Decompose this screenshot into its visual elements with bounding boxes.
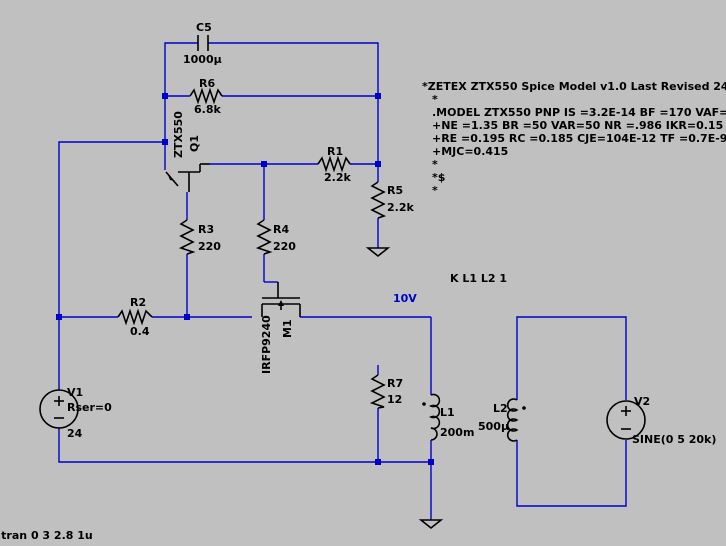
q1-name: Q1 [188, 135, 201, 152]
m1-name: M1 [281, 319, 294, 338]
model-line: .MODEL ZTX550 PNP IS =3.2E-14 BF =170 VA… [432, 106, 726, 119]
resistor-r6[interactable] [189, 87, 223, 105]
ground-icon [365, 247, 391, 258]
r4-name: R4 [273, 223, 289, 236]
r5-name: R5 [387, 184, 403, 197]
r7-name: R7 [387, 377, 403, 390]
r2-value: 0.4 [130, 325, 150, 338]
resistor-r2[interactable] [117, 308, 153, 326]
model-line: +RE =0.195 RC =0.185 CJE=104E-12 TF =0.7… [432, 132, 726, 145]
r4-value: 220 [273, 240, 296, 253]
resistor-r5[interactable] [370, 181, 387, 219]
r6-name: R6 [199, 77, 215, 90]
model-line: *ZETEX ZTX550 Spice Model v1.0 Last Revi… [422, 80, 726, 93]
junction-dots [56, 93, 434, 465]
v2-value: SINE(0 5 20k) [632, 433, 716, 446]
l1-name: L1 [440, 406, 455, 419]
resistor-r4[interactable] [255, 219, 273, 255]
v1-param: Rser=0 [67, 401, 112, 414]
model-line: +NE =1.35 BR =50 VAR=50 NR =.986 IKR=0.1… [432, 119, 726, 132]
c5-name: C5 [196, 21, 212, 34]
c5-value: 1000µ [183, 53, 222, 66]
resistor-r7[interactable] [369, 374, 386, 409]
v2-name: V2 [634, 395, 650, 408]
resistor-r3[interactable] [178, 219, 196, 255]
v1-name: V1 [67, 386, 83, 399]
l2-value: 500µ [478, 420, 509, 433]
inductor-l2[interactable] [506, 398, 526, 442]
l2-name: L2 [493, 402, 508, 415]
r7-value: 12 [387, 393, 402, 406]
net-label-10v: 10V [393, 292, 417, 305]
tran-directive[interactable]: .tran 0 3 2.8 1u [0, 529, 93, 542]
wires [58, 42, 627, 520]
model-line: * [432, 158, 438, 171]
capacitor-c5[interactable] [197, 35, 209, 51]
m1-model: IRFP9240 [260, 315, 273, 374]
voltage-source-v1[interactable] [39, 389, 79, 429]
resistor-r1[interactable] [317, 155, 351, 173]
model-line: * [432, 184, 438, 197]
r3-name: R3 [198, 223, 214, 236]
l1-value: 200m [440, 426, 474, 439]
model-line: *$ [432, 171, 445, 184]
q1-model: ZTX550 [172, 111, 185, 158]
r3-value: 220 [198, 240, 221, 253]
r5-value: 2.2k [387, 201, 414, 214]
inductor-l1[interactable] [422, 393, 441, 441]
ground-icon [418, 519, 444, 530]
spice-model-block[interactable]: *ZETEX ZTX550 Spice Model v1.0 Last Revi… [422, 80, 726, 197]
r2-name: R2 [130, 296, 146, 309]
model-line: * [432, 93, 438, 106]
r1-value: 2.2k [324, 171, 351, 184]
v1-value: 24 [67, 427, 83, 440]
coupling-directive[interactable]: K L1 L2 1 [450, 272, 507, 285]
model-line: +MJC=0.415 [432, 145, 508, 158]
voltage-source-v2[interactable] [606, 400, 646, 440]
r1-name: R1 [327, 145, 343, 158]
transistor-q1[interactable] [165, 163, 210, 192]
r6-value: 6.8k [194, 103, 221, 116]
mosfet-m1[interactable] [261, 282, 301, 317]
